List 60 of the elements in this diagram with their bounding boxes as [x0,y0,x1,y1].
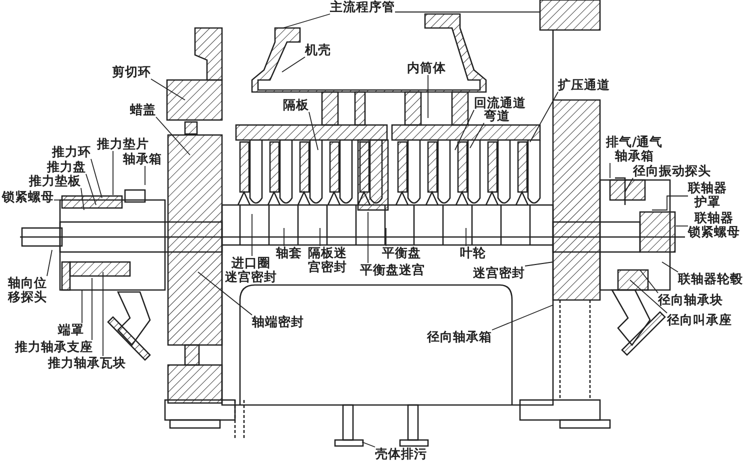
part-label: 径向轴承箱 [427,330,492,344]
part-label: 端罩 [58,323,84,337]
leader-line [630,280,668,314]
leader-line [454,110,474,150]
part-label: 轴套 [276,246,302,260]
part-label: 联轴器锁紧螺母 [688,211,740,239]
part-label: 推力轴承瓦块 [48,356,126,370]
leader-line [652,196,688,210]
leader-line [530,92,558,142]
leader-line [640,270,658,294]
part-label: 推力环 [52,145,91,159]
part-label: 机壳 [305,43,331,57]
leader-line [282,14,330,28]
leader-line [470,122,484,148]
part-label: 锁紧螺母 [2,190,54,204]
part-label: 进口圈迷宫密封 [225,256,277,284]
leader-line [198,272,252,316]
leader-line [662,262,678,272]
part-label: 平衡盘迷宫 [360,263,425,277]
leader-line [90,158,102,198]
part-label: 主流程序管 [330,0,395,14]
leader-line [308,112,318,150]
leader-line [86,174,96,206]
part-label: 轴向位移探头 [8,276,47,304]
leader-line [156,116,190,156]
part-label: 平衡盘 [382,246,421,260]
part-label: 隔板 [283,98,309,112]
part-label: 扩压通道 [558,78,610,92]
part-label: 壳体排污 [375,447,427,461]
part-label: 排气/通气轴承箱 [606,135,663,163]
leader-line [112,150,114,196]
part-label: 推力垫板 [29,174,81,188]
part-label: 弯道 [484,109,510,123]
part-label: 推力轴承支座 [15,340,93,354]
part-label: 叶轮 [460,246,486,260]
part-label: 剪切环 [112,65,151,79]
leader-line [524,262,554,266]
part-label: 轴承箱 [123,152,162,166]
part-label: 轴端密封 [252,315,304,329]
leader-line [80,188,84,210]
leader-line [144,166,146,186]
part-label: 蜡盖 [130,103,156,117]
part-label: 推力垫片 [97,137,149,151]
leader-line [102,272,104,356]
leader-line [46,250,52,276]
part-label: 径向叫承座 [667,313,732,327]
part-label: 联轴器轮毂 [678,272,743,286]
part-label: 内筒体 [407,61,446,75]
leader-line [282,56,306,72]
part-label: 联轴器护罩 [688,181,727,209]
part-label: 径向振动探头 [633,164,711,178]
part-label: 迷宫密封 [473,266,525,280]
part-label: 隔板迷宫密封 [308,246,347,274]
leader-line [150,78,186,100]
part-label: 回流通道 [474,96,526,110]
part-label: 推力盘 [47,160,86,174]
leader-line [492,304,554,330]
leader-line [624,178,634,192]
leader-line [362,442,376,448]
part-label: 径向轴承块 [658,293,723,307]
